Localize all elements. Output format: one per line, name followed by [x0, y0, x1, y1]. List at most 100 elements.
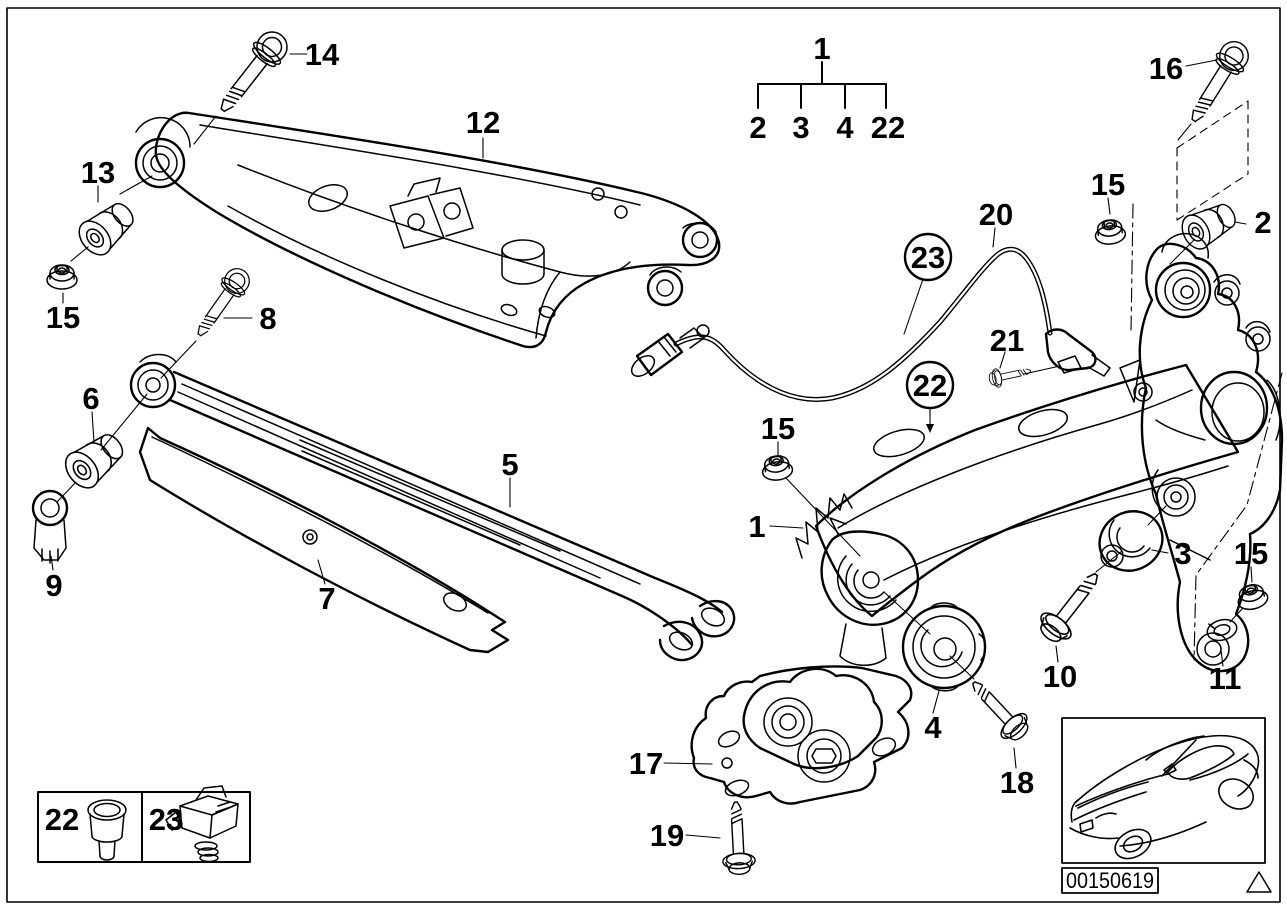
bushing-6 [58, 425, 132, 495]
part-label-1-22: 1 [748, 509, 765, 544]
alignment-plane-dashes [1176, 100, 1249, 221]
cover-plate [138, 426, 510, 654]
svg-text:1: 1 [813, 31, 830, 66]
part-label-4-12: 4 [836, 110, 854, 145]
svg-text:5: 5 [501, 447, 518, 482]
part-label-2-10: 2 [749, 110, 766, 145]
bolt-18 [961, 671, 1036, 748]
arm-center-sleeve [501, 239, 545, 285]
part-label-3-23: 3 [1174, 536, 1191, 571]
vibration-damper-bracket [690, 665, 913, 805]
legend-number-22: 22 [45, 802, 79, 837]
svg-text:20: 20 [979, 197, 1013, 232]
svg-text:10: 10 [1043, 659, 1077, 694]
upper-control-arm [134, 111, 721, 349]
part-label-21-19: 21 [990, 323, 1024, 358]
svg-text:14: 14 [305, 37, 340, 72]
svg-text:19: 19 [650, 818, 684, 853]
image-stamp-number: 00150619 [1066, 868, 1154, 893]
abs-sensor-cable [630, 246, 1111, 402]
nut-15c [759, 453, 795, 483]
svg-text:17: 17 [629, 746, 663, 781]
car-thumbnail-box: 00150619 [1061, 717, 1272, 894]
legend-box-23 [141, 791, 251, 863]
part-label-8-4: 8 [259, 301, 276, 336]
part-label-5-7: 5 [501, 447, 518, 482]
axis-lines [1130, 203, 1283, 661]
wheel-carrier [1119, 232, 1284, 673]
blind-plug-icon [87, 799, 127, 861]
part-9-bushing [31, 489, 69, 564]
svg-text:13: 13 [81, 155, 115, 190]
bolt-21 [987, 361, 1033, 390]
stamp-box [1061, 867, 1159, 894]
cone-bushing-3 [1098, 510, 1164, 572]
abs-sensor-clip-icon [165, 785, 239, 863]
part-label-12-1: 12 [466, 105, 500, 140]
svg-text:1: 1 [748, 509, 765, 544]
warning-triangle-icon [1246, 871, 1272, 893]
part-label-22-13: 22 [871, 110, 905, 145]
part-label-10-25: 10 [1043, 659, 1077, 694]
part-label-9-6: 9 [45, 568, 62, 603]
svg-text:4: 4 [924, 710, 942, 745]
part-label-16-14: 16 [1149, 51, 1183, 86]
bushing-4 [901, 602, 987, 692]
svg-text:7: 7 [318, 581, 335, 616]
svg-text:15: 15 [46, 300, 80, 335]
svg-text:23: 23 [911, 240, 945, 275]
washer-11 [1206, 618, 1238, 642]
part-label-22-20: 22 [905, 360, 955, 410]
bolt-16 [1179, 34, 1256, 130]
part-label-23-18: 23 [903, 232, 953, 282]
part-label-3-11: 3 [792, 110, 809, 145]
abs-connector [630, 324, 710, 377]
part-label-20-17: 20 [979, 197, 1013, 232]
part-label-19-30: 19 [650, 818, 684, 853]
svg-text:12: 12 [466, 105, 500, 140]
part-label-15-3: 15 [46, 300, 80, 335]
abs-sensor-head [1044, 328, 1111, 377]
lower-control-arm [795, 363, 1240, 666]
svg-text:4: 4 [836, 110, 854, 145]
svg-text:15: 15 [1234, 536, 1268, 571]
svg-text:15: 15 [761, 411, 795, 446]
bmw-coupe-outline-icon [1069, 734, 1260, 860]
svg-text:8: 8 [259, 301, 276, 336]
part-label-14-0: 14 [305, 37, 340, 72]
nut-15a [46, 264, 78, 290]
part-label-1-9: 1 [813, 31, 830, 66]
part-label-6-5: 6 [82, 381, 99, 416]
bolt-10 [1032, 562, 1111, 650]
part-label-15-21: 15 [761, 411, 795, 446]
part-label-18-28: 18 [1000, 765, 1034, 800]
nut-15d [1234, 580, 1271, 613]
part-label-11-26: 11 [1209, 661, 1242, 696]
part-label-15-15: 15 [1091, 167, 1125, 202]
part-label-13-2: 13 [81, 155, 115, 190]
svg-text:21: 21 [990, 323, 1024, 358]
arm-oval-hole [308, 184, 348, 212]
bolt-14 [208, 24, 295, 121]
svg-text:18: 18 [1000, 765, 1034, 800]
svg-text:3: 3 [1174, 536, 1191, 571]
part-label-15-24: 15 [1234, 536, 1268, 571]
nut-15b [1093, 217, 1128, 247]
svg-text:2: 2 [749, 110, 766, 145]
bushing-2 [1175, 195, 1243, 255]
svg-text:11: 11 [1209, 661, 1242, 696]
svg-text:3: 3 [792, 110, 809, 145]
svg-text:16: 16 [1149, 51, 1183, 86]
leader-lines [50, 53, 1253, 839]
pull-rod [129, 353, 736, 662]
part-label-7-8: 7 [318, 581, 335, 616]
svg-text:6: 6 [82, 381, 99, 416]
svg-text:9: 9 [45, 568, 62, 603]
page-border [6, 7, 1281, 903]
svg-text:22: 22 [913, 368, 947, 403]
assembly-tree [757, 61, 887, 109]
legend: 22 23 [37, 785, 251, 863]
